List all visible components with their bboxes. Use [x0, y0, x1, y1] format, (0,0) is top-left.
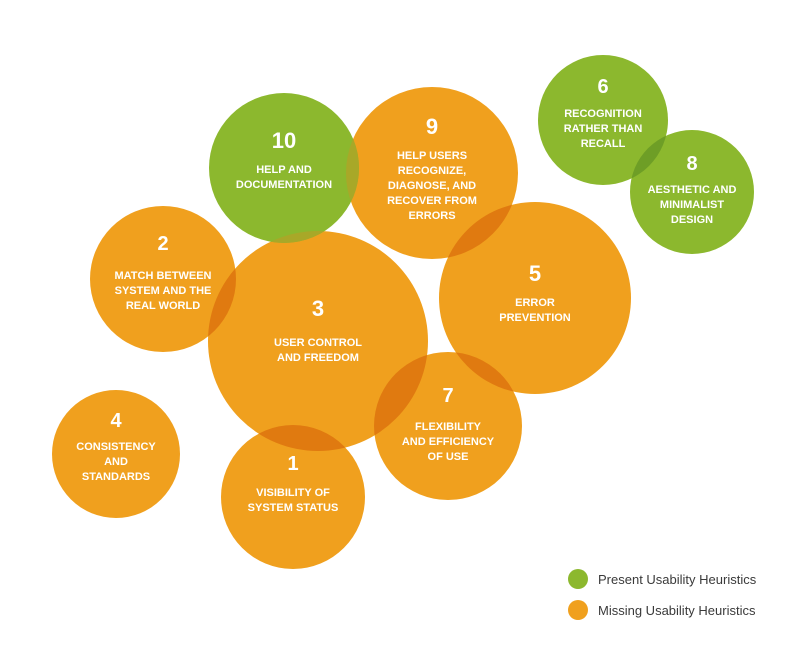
- bubble-6-label-line: RECOGNITION: [564, 108, 642, 120]
- bubbles: [52, 55, 754, 569]
- bubble-7-label-line: OF USE: [428, 451, 469, 463]
- bubble-5-label-line: ERROR: [515, 297, 555, 309]
- bubble-1-number: 1: [287, 453, 298, 475]
- bubble-9-label-line: ERRORS: [408, 210, 455, 222]
- bubble-10: [209, 93, 359, 243]
- bubble-3-number: 3: [312, 296, 324, 321]
- bubble-2-label-line: MATCH BETWEEN: [115, 270, 212, 282]
- bubble-2-label-line: REAL WORLD: [126, 300, 200, 312]
- bubble-8-label-line: MINIMALIST: [660, 199, 724, 211]
- bubble-5-label-line: PREVENTION: [499, 312, 571, 324]
- bubble-9-label-line: DIAGNOSE, AND: [388, 180, 476, 192]
- bubble-4-label-line: CONSISTENCY: [76, 441, 156, 453]
- bubble-2-label-line: SYSTEM AND THE: [115, 285, 212, 297]
- bubble-3-label-line: AND FREEDOM: [277, 352, 359, 364]
- bubble-7-label-line: AND EFFICIENCY: [402, 436, 495, 448]
- bubble-6-label-line: RATHER THAN: [564, 123, 643, 135]
- bubble-6-label-line: RECALL: [581, 138, 626, 150]
- bubble-5: [439, 202, 631, 394]
- bubble-4-number: 4: [110, 410, 122, 432]
- bubble-9-label-line: RECOVER FROM: [387, 195, 477, 207]
- bubble-3-label-line: USER CONTROL: [274, 337, 362, 349]
- bubble-7-number: 7: [442, 385, 453, 407]
- legend-present-dot: [568, 569, 588, 589]
- bubble-9: [346, 87, 518, 259]
- bubble-5-number: 5: [529, 261, 541, 286]
- bubble-9-label-line: RECOGNIZE,: [398, 165, 466, 177]
- bubble-3: [208, 231, 428, 451]
- legend-present: Present Usability Heuristics: [568, 569, 756, 589]
- bubble-9-label-line: HELP USERS: [397, 150, 467, 162]
- bubble-4-label-line: AND: [104, 456, 128, 468]
- bubble-4-label-line: STANDARDS: [82, 471, 150, 483]
- bubble-8-label-line: DESIGN: [671, 214, 713, 226]
- bubble-2-number: 2: [157, 233, 168, 255]
- overlap-3-7: [374, 352, 428, 451]
- legend-missing-label: Missing Usability Heuristics: [598, 602, 756, 618]
- bubble-10-label-line: HELP AND: [256, 164, 312, 176]
- bubble-1-label-line: VISIBILITY OF: [256, 487, 330, 499]
- bubble-6-number: 6: [597, 76, 608, 98]
- bubble-2: [90, 206, 236, 352]
- bubble-1: [221, 425, 365, 569]
- bubble-6: [538, 55, 668, 185]
- legend-missing-dot: [568, 600, 588, 620]
- bubble-7-label-line: FLEXIBILITY: [415, 421, 482, 433]
- bubble-10-label-line: DOCUMENTATION: [236, 179, 332, 191]
- bubble-8: [630, 130, 754, 254]
- bubble-4: [52, 390, 180, 518]
- bubble-8-number: 8: [686, 153, 697, 175]
- bubble-9-number: 9: [426, 114, 438, 139]
- bubble-10-number: 10: [272, 128, 296, 153]
- bubble-8-label-line: AESTHETIC AND: [648, 184, 737, 196]
- bubble-1-label-line: SYSTEM STATUS: [248, 502, 339, 514]
- legend-present-label: Present Usability Heuristics: [598, 571, 757, 587]
- legend-missing: Missing Usability Heuristics: [568, 600, 755, 620]
